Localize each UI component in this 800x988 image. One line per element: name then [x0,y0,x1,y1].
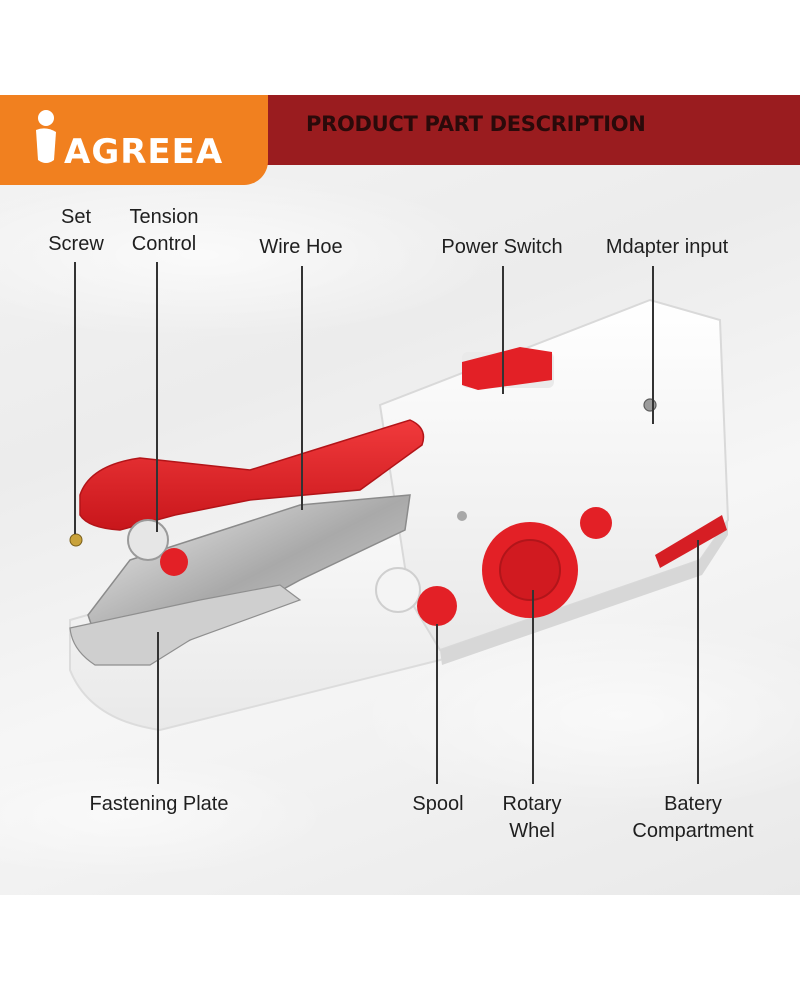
leader-battery-compartment [697,540,699,784]
label-tension-control-line2: Control [131,233,197,255]
leader-rotary-wheel [532,590,534,784]
leader-set-screw [74,262,76,534]
leader-fastening-plate [157,632,159,784]
label-battery-compartment-line2: Compartment [632,820,754,842]
label-adapter-input: Mdapter input [605,236,729,258]
label-set-screw: Set Screw [46,204,106,258]
label-rotary-wheel-line1: Rotary [502,793,562,815]
label-wire-hoe: Wire Hoe [259,236,343,258]
brand-name: AGREEA [64,132,224,172]
page-title: PRODUCT PART DESCRIPTION [306,112,646,136]
label-rotary-wheel: Rotary Whel [494,791,570,845]
label-battery-compartment: Batery Compartment [622,791,764,845]
label-rotary-wheel-line2: Whel [509,820,555,842]
label-set-screw-line1: Set [60,206,92,228]
leader-adapter-input [652,266,654,424]
leader-spool [436,624,438,784]
label-tension-control-line1: Tension [129,206,199,228]
leader-wire-hoe [301,266,303,510]
label-set-screw-line2: Screw [48,233,104,255]
leader-tension-control [156,262,158,532]
label-fastening-plate: Fastening Plate [89,793,229,815]
label-power-switch: Power Switch [441,236,563,258]
brand-logo-icon [36,110,56,163]
label-tension-control: Tension Control [122,204,206,258]
label-spool: Spool [412,793,464,815]
label-battery-compartment-line1: Batery [664,793,722,815]
leader-power-switch [502,266,504,394]
